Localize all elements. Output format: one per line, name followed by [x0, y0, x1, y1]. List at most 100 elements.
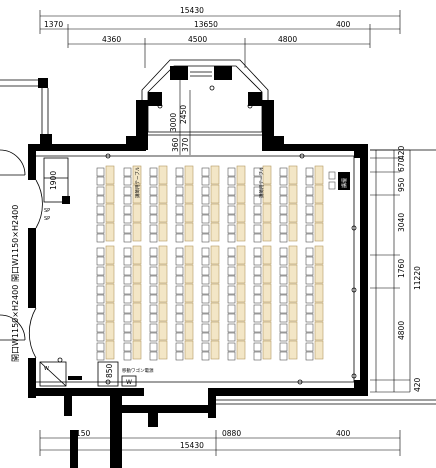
chair	[123, 247, 132, 257]
chair	[305, 275, 314, 285]
desk	[236, 264, 246, 284]
dim-top-sub3: 4800	[278, 35, 297, 44]
chair	[305, 233, 314, 243]
dim-top-sub1: 4360	[102, 35, 121, 44]
chair	[227, 205, 236, 215]
chair	[123, 176, 132, 186]
chair	[123, 342, 132, 352]
chair	[149, 351, 158, 361]
chair	[305, 176, 314, 186]
chair	[305, 195, 314, 205]
chair	[253, 332, 262, 342]
chair	[96, 167, 105, 177]
desk	[184, 264, 194, 284]
chair	[123, 205, 132, 215]
chair	[149, 275, 158, 285]
desk	[132, 184, 142, 204]
chair	[305, 256, 314, 266]
chair	[149, 304, 158, 314]
chair	[279, 294, 288, 304]
left-doors: 開口W1150×H2400 開口W1150×H2400	[11, 179, 43, 362]
desk	[236, 340, 246, 360]
chair	[175, 351, 184, 361]
chair	[96, 176, 105, 186]
chair	[279, 342, 288, 352]
dim-top-mid: 13650	[194, 20, 218, 29]
chair	[201, 323, 210, 333]
chair	[253, 266, 262, 276]
chair	[96, 205, 105, 215]
dim-bay-depth: 3000	[169, 113, 178, 132]
desk	[184, 222, 194, 242]
desk	[184, 203, 194, 223]
wc-label: W	[44, 366, 49, 372]
desk	[262, 340, 272, 360]
dim-right-3040: 3040	[397, 213, 406, 232]
chair	[227, 294, 236, 304]
chair	[175, 205, 184, 215]
chair	[279, 176, 288, 186]
small-note: SP	[44, 208, 50, 214]
opening-label-upper: 開口W1150×H2400	[11, 205, 20, 282]
desk	[184, 165, 194, 185]
chair	[175, 294, 184, 304]
chair	[175, 313, 184, 323]
desk	[288, 283, 298, 303]
chair	[279, 285, 288, 295]
chair	[253, 351, 262, 361]
chair	[279, 266, 288, 276]
desk	[105, 283, 115, 303]
chair	[175, 285, 184, 295]
right-dimensions: 420 670 950 3040 1760 11220 4800 420	[370, 145, 422, 393]
desk	[236, 165, 246, 185]
chair	[253, 275, 262, 285]
chair	[227, 342, 236, 352]
chair	[123, 214, 132, 224]
desk	[158, 222, 168, 242]
desk	[262, 222, 272, 242]
desk	[158, 321, 168, 341]
desk	[158, 184, 168, 204]
small-box-label: SP	[44, 216, 50, 222]
chair	[201, 313, 210, 323]
chair	[96, 247, 105, 257]
desk	[105, 245, 115, 265]
chair	[305, 205, 314, 215]
desk-text-right: 講師用テーブル	[258, 166, 265, 198]
dim-bottom-right: 400	[336, 429, 351, 438]
chair	[279, 323, 288, 333]
desk	[132, 340, 142, 360]
chair	[305, 313, 314, 323]
chair	[201, 233, 210, 243]
desk	[132, 321, 142, 341]
chair	[305, 332, 314, 342]
desk	[132, 245, 142, 265]
chair	[96, 195, 105, 205]
chair	[227, 224, 236, 234]
chair	[201, 167, 210, 177]
desk	[262, 203, 272, 223]
chair	[96, 313, 105, 323]
chair	[227, 247, 236, 257]
chair	[123, 304, 132, 314]
chair	[175, 275, 184, 285]
chair	[201, 247, 210, 257]
chair	[175, 342, 184, 352]
chair	[96, 275, 105, 285]
left-exterior	[0, 78, 52, 341]
chair	[149, 205, 158, 215]
chair	[227, 304, 236, 314]
chair	[175, 195, 184, 205]
chair	[149, 214, 158, 224]
dim-right-bottom: 420	[413, 377, 422, 392]
chair	[201, 224, 210, 234]
desk	[105, 321, 115, 341]
dim-top-sub2: 4500	[188, 35, 207, 44]
chair	[149, 186, 158, 196]
chair	[149, 233, 158, 243]
chair	[123, 195, 132, 205]
desk	[288, 321, 298, 341]
chair	[305, 294, 314, 304]
chair	[253, 285, 262, 295]
